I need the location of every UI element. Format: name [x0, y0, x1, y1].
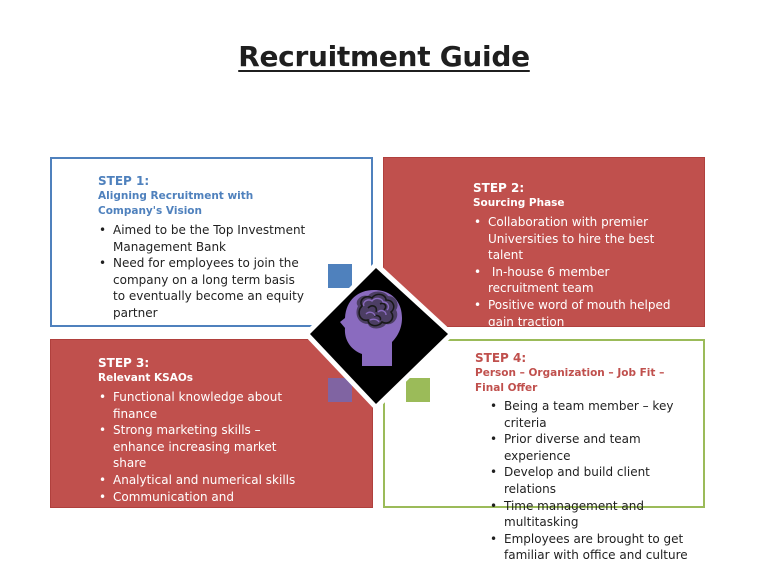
step-3-heading: STEP 3:: [98, 356, 150, 370]
page-title: Recruitment Guide: [238, 40, 530, 73]
step-2-bullet-list: •Collaboration with premier Universities…: [473, 214, 683, 327]
step-4-subtitle: Person – Organization – Job Fit – Final …: [475, 367, 665, 394]
list-item: •Employees are brought to get familiar w…: [490, 531, 688, 563]
list-item: •Functional knowledge about finance: [99, 390, 283, 421]
step-2-content: STEP 2: Sourcing Phase •Collaboration wi…: [473, 180, 683, 327]
list-item: •Need for employees to join the company …: [99, 256, 304, 320]
head-with-brain-icon: [340, 290, 402, 366]
center-diagram: [303, 261, 455, 411]
step-3-subtitle: Relevant KSAOs: [98, 372, 194, 384]
step-1-bullet-list: •Aimed to be the Top Investment Manageme…: [98, 222, 308, 322]
step-2-subtitle: Sourcing Phase: [473, 197, 565, 209]
step-1-content: STEP 1: Aligning Recruitment with Compan…: [98, 173, 308, 322]
blue-corner-square: [328, 264, 352, 288]
list-item: •Strong marketing skills – enhance incre…: [99, 423, 277, 471]
step-1-heading: STEP 1:: [98, 174, 150, 188]
list-item: •Positive word of mouth helped gain trac…: [474, 297, 671, 327]
green-corner-square: [406, 378, 430, 402]
step-4-box: STEP 4: Person – Organization – Job Fit …: [383, 339, 705, 562]
step-4-content: STEP 4: Person – Organization – Job Fit …: [475, 350, 690, 564]
list-item: •Prior diverse and team experience: [490, 432, 641, 463]
step-4-heading: STEP 4:: [475, 351, 527, 365]
list-item: •Being a team member – key criteria: [490, 399, 674, 430]
step-2-box: STEP 2: Sourcing Phase •Collaboration wi…: [383, 157, 705, 327]
list-item: •Develop and build client relations: [490, 465, 650, 496]
red-corner-square: [406, 264, 430, 288]
purple-corner-square: [328, 378, 352, 402]
step-3-box: STEP 3: Relevant KSAOs •Functional knowl…: [50, 339, 373, 508]
list-item: •Communication and: [99, 489, 234, 504]
list-item: •Collaboration with premier Universities…: [474, 215, 655, 263]
step-2-heading: STEP 2:: [473, 181, 525, 195]
step-3-bullet-list: •Functional knowledge about finance •Str…: [98, 389, 298, 505]
list-item: •Analytical and numerical skills: [99, 472, 296, 487]
step-3-content: STEP 3: Relevant KSAOs •Functional knowl…: [98, 355, 298, 505]
step-1-subtitle: Aligning Recruitment with Company's Visi…: [98, 190, 254, 217]
list-item: • In-house 6 member recruitment team: [474, 264, 614, 296]
list-item: •Aimed to be the Top Investment Manageme…: [99, 223, 306, 254]
step-1-box: STEP 1: Aligning Recruitment with Compan…: [50, 157, 373, 327]
step-4-bullet-list: •Being a team member – key criteria •Pri…: [489, 398, 690, 564]
list-item: •Time management and multitasking: [490, 498, 644, 530]
